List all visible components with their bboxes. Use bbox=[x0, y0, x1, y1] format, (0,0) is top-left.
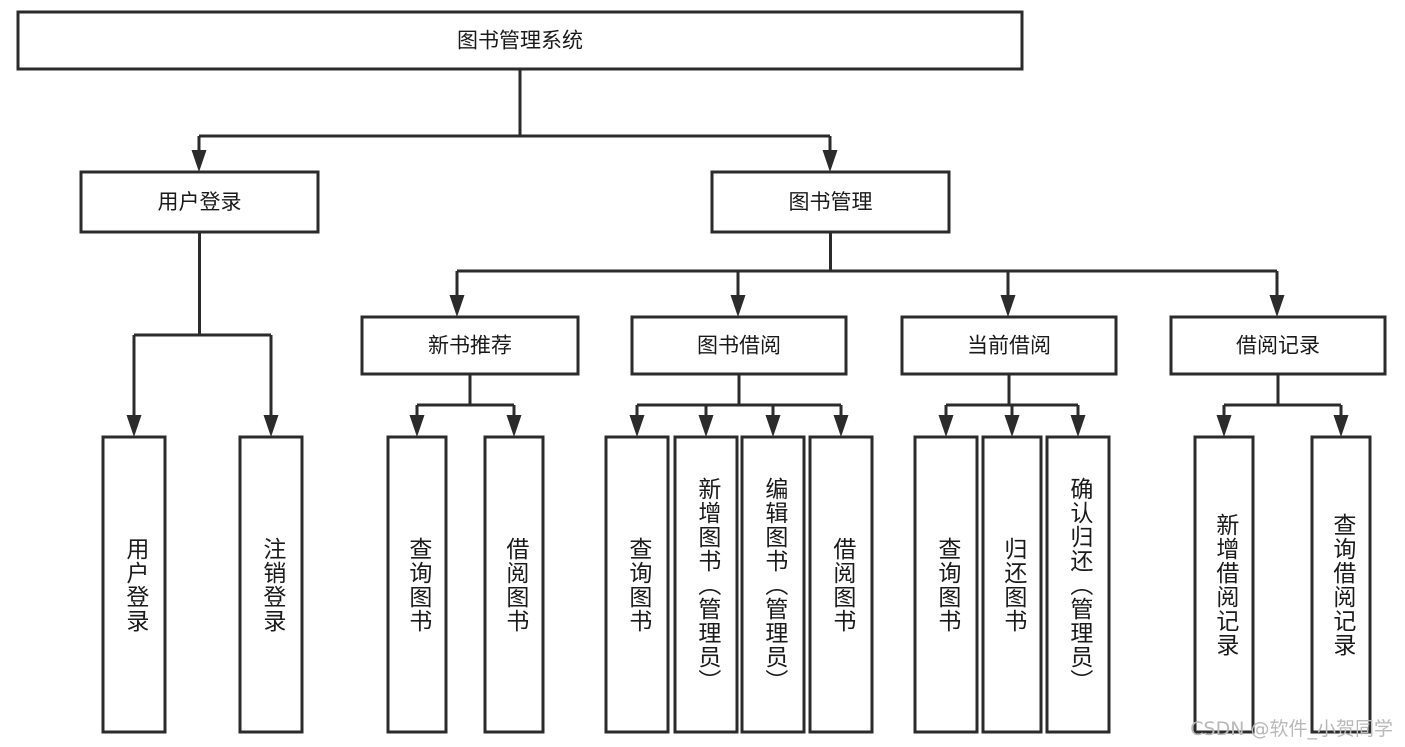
node-borrow-record-label: 借阅记录 bbox=[1236, 334, 1320, 358]
node-user-login[interactable] bbox=[79, 170, 320, 234]
root-branch-0-head bbox=[191, 150, 207, 172]
leaf-query-book-current[interactable] bbox=[913, 435, 979, 734]
leaf-query-book-rec[interactable] bbox=[386, 435, 448, 734]
current-borrow-branch-1-head bbox=[1004, 415, 1020, 437]
book-borrow-branch-3-head bbox=[833, 415, 849, 437]
node-root-label: 图书管理系统 bbox=[457, 29, 583, 53]
leaf-borrow-book-rec[interactable] bbox=[483, 435, 545, 734]
leaf-return-book[interactable] bbox=[981, 435, 1043, 734]
user-login-branch-0-head bbox=[126, 415, 142, 437]
node-user-login-label: 用户登录 bbox=[158, 190, 242, 214]
node-book-borrow-label: 图书借阅 bbox=[697, 334, 781, 358]
node-current-borrow[interactable] bbox=[900, 315, 1118, 376]
node-boxes-group bbox=[16, 10, 1387, 734]
leaf-query-book-borrow[interactable] bbox=[604, 435, 670, 734]
user-login-branch-1-head bbox=[263, 415, 279, 437]
new-book-rec-branch-0-head bbox=[409, 415, 425, 437]
node-book-borrow[interactable] bbox=[630, 315, 848, 376]
book-manage-branch-2-head bbox=[1000, 295, 1016, 317]
root-branch-1-head bbox=[822, 150, 838, 172]
node-current-borrow-label: 当前借阅 bbox=[967, 334, 1051, 358]
connector-edges-group bbox=[126, 69, 1349, 437]
borrow-record-branch-0-head bbox=[1216, 415, 1232, 437]
node-book-manage-label: 图书管理 bbox=[789, 190, 873, 214]
book-manage-branch-0-head bbox=[449, 295, 465, 317]
node-new-book-rec[interactable] bbox=[360, 315, 580, 376]
book-borrow-branch-1-head bbox=[698, 415, 714, 437]
leaf-borrow-book[interactable] bbox=[808, 435, 874, 734]
book-manage-branch-1-head bbox=[730, 295, 746, 317]
leaf-query-record[interactable] bbox=[1310, 435, 1372, 734]
leaf-edit-book[interactable] bbox=[740, 435, 806, 734]
current-borrow-branch-0-head bbox=[938, 415, 954, 437]
book-manage-branch-3-head bbox=[1269, 295, 1285, 317]
leaf-user-login[interactable] bbox=[101, 435, 167, 734]
node-root[interactable] bbox=[16, 10, 1024, 71]
current-borrow-branch-2-head bbox=[1070, 415, 1086, 437]
node-new-book-rec-label: 新书推荐 bbox=[428, 334, 512, 358]
new-book-rec-branch-1-head bbox=[506, 415, 522, 437]
leaf-confirm-return[interactable] bbox=[1045, 435, 1111, 734]
leaf-logout[interactable] bbox=[238, 435, 304, 734]
node-borrow-record[interactable] bbox=[1169, 315, 1387, 376]
borrow-record-branch-1-head bbox=[1333, 415, 1349, 437]
node-book-manage[interactable] bbox=[710, 170, 951, 234]
book-borrow-branch-2-head bbox=[765, 415, 781, 437]
book-borrow-branch-0-head bbox=[629, 415, 645, 437]
leaf-add-record[interactable] bbox=[1193, 435, 1255, 734]
leaf-add-book[interactable] bbox=[673, 435, 739, 734]
